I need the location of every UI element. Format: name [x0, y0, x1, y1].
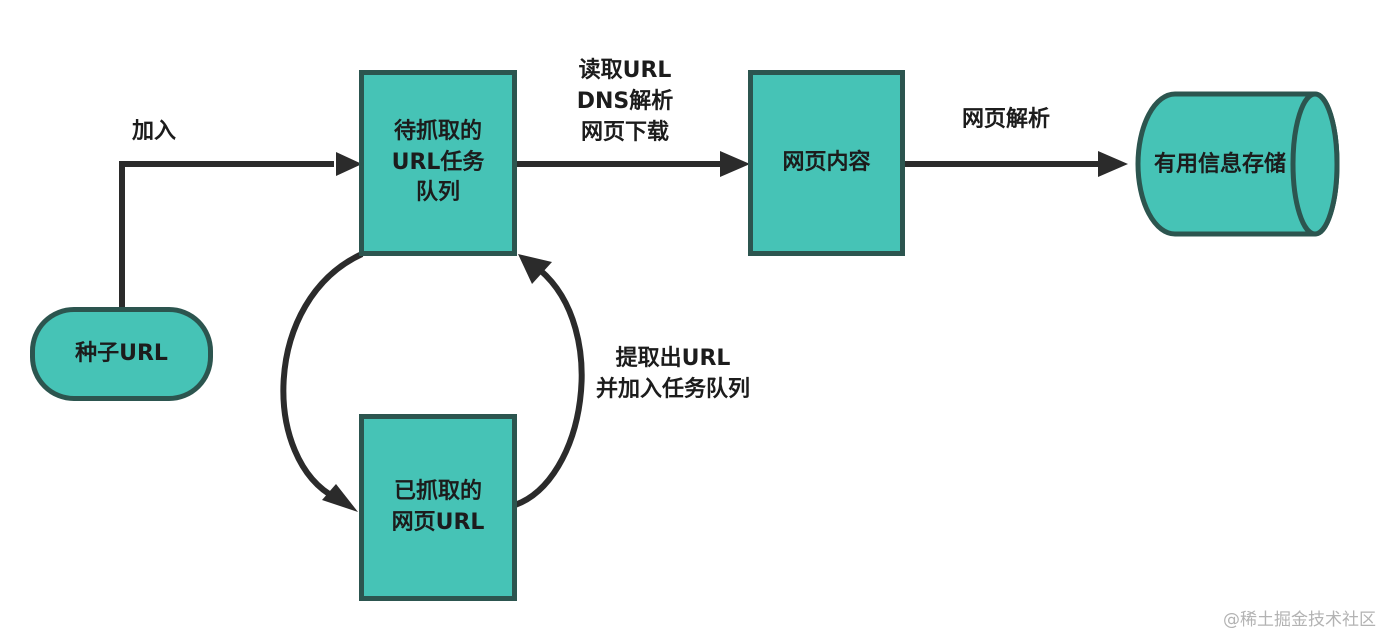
arrow-seed-to-queue: [119, 161, 334, 308]
arrow-crawled-to-queue: [513, 267, 585, 508]
crawled-url-node: 已抓取的 网页URL: [359, 414, 517, 601]
page-content-node: 网页内容: [748, 70, 905, 256]
url-queue-node: 待抓取的 URL任务 队列: [359, 70, 517, 256]
storage-cylinder: [1135, 91, 1340, 237]
page-content-label: 网页内容: [782, 149, 871, 175]
seed-url-node: 种子URL: [30, 307, 213, 401]
edge-label-add: 加入: [132, 119, 177, 144]
watermark: @稀土掘金技术社区: [1223, 610, 1376, 630]
seed-url-label: 种子URL: [75, 340, 168, 366]
edge-label-extract: 提取出URL 并加入任务队列: [595, 346, 750, 402]
crawled-url-label: 已抓取的 网页URL: [391, 478, 485, 535]
url-queue-label: 待抓取的 URL任务 队列: [391, 118, 485, 206]
edge-label-parse: 网页解析: [962, 107, 1051, 132]
arrow-queue-to-crawled: [280, 251, 364, 501]
storage-label: 有用信息存储: [1153, 152, 1286, 177]
edge-label-read-download: 读取URL DNS解析 网页下载: [576, 58, 674, 145]
